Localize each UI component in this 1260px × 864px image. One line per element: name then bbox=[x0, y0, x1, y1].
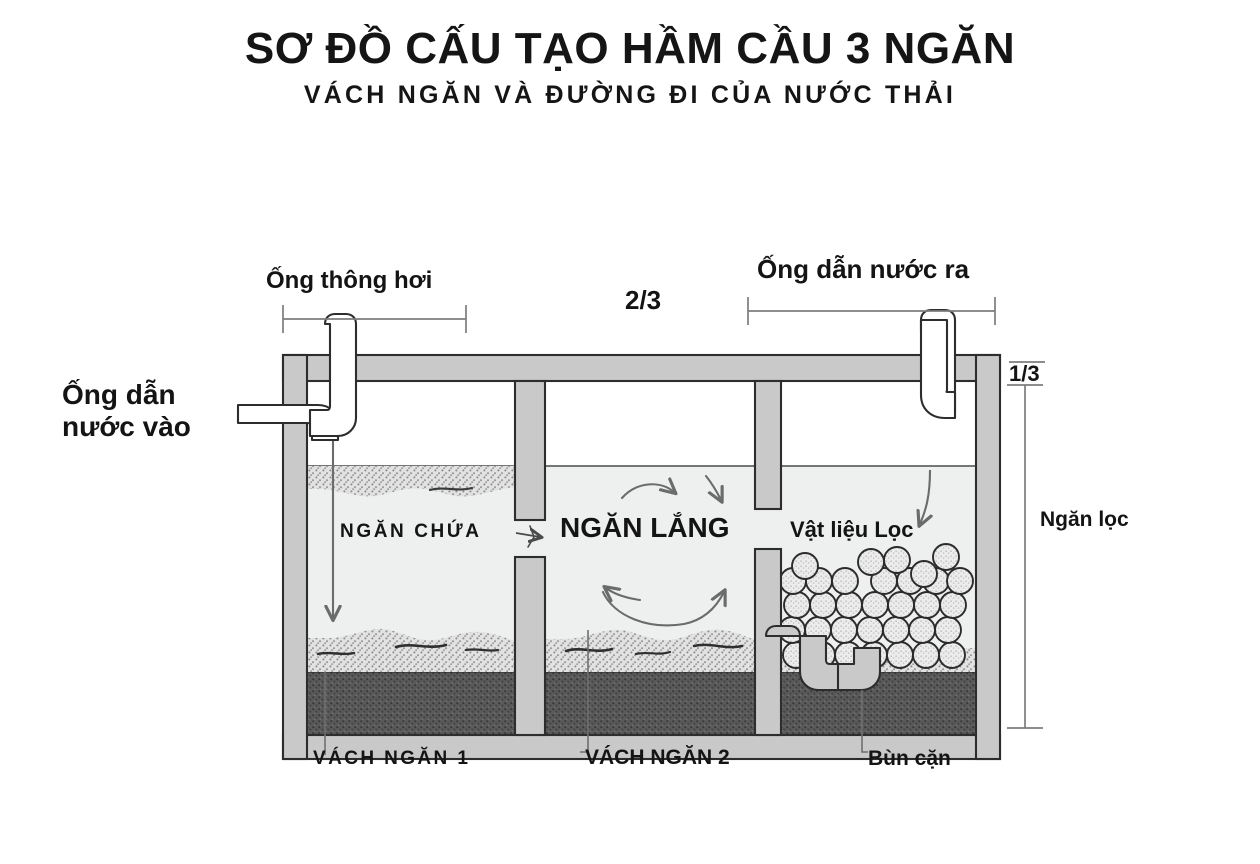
label-sludge: Bùn cặn bbox=[868, 747, 951, 770]
leader-lines bbox=[324, 630, 868, 755]
vent-pipe bbox=[308, 312, 358, 438]
label-fraction-top: 2/3 bbox=[625, 285, 662, 315]
label-chamber-settling: NGĂN LẮNG bbox=[560, 512, 730, 543]
filter-flow-arrow bbox=[920, 469, 930, 524]
wall1-gap-arrow bbox=[515, 525, 540, 548]
label-filter-section: Ngăn lọc bbox=[1040, 508, 1129, 531]
dimension-outlet bbox=[747, 297, 996, 325]
label-chamber-storage: NGĂN CHỨA bbox=[340, 521, 482, 542]
dimension-filter-height bbox=[1007, 361, 1045, 729]
tank-right-wall bbox=[974, 353, 1002, 761]
label-inlet-pipe-line2: nước vào bbox=[62, 411, 191, 443]
label-partition-wall-2: VÁCH NGĂN 2 bbox=[585, 746, 730, 769]
label-partition-wall-1: VÁCH NGĂN 1 bbox=[313, 748, 471, 769]
tank-top-slab bbox=[281, 353, 1002, 383]
label-inlet-pipe-line1: Ống dẫn bbox=[62, 379, 176, 410]
partition-wall-1 bbox=[513, 379, 547, 737]
page-title: SƠ ĐỒ CẤU TẠO HẦM CẦU 3 NGĂN bbox=[244, 24, 1016, 73]
page-subtitle: VÁCH NGĂN VÀ ĐƯỜNG ĐI CỦA NƯỚC THẢI bbox=[303, 81, 957, 109]
dimension-vent bbox=[282, 305, 467, 333]
outlet-pipe bbox=[919, 308, 957, 420]
label-vent-pipe: Ống thông hơi bbox=[266, 267, 433, 294]
circulation-arrows bbox=[601, 474, 724, 627]
label-fraction-side: 1/3 bbox=[1009, 361, 1040, 386]
label-chamber-filter: Vật liệu Lọc bbox=[790, 517, 914, 542]
partition-wall-2 bbox=[753, 379, 783, 737]
label-outlet-pipe: Ống dẫn nước ra bbox=[757, 254, 970, 284]
